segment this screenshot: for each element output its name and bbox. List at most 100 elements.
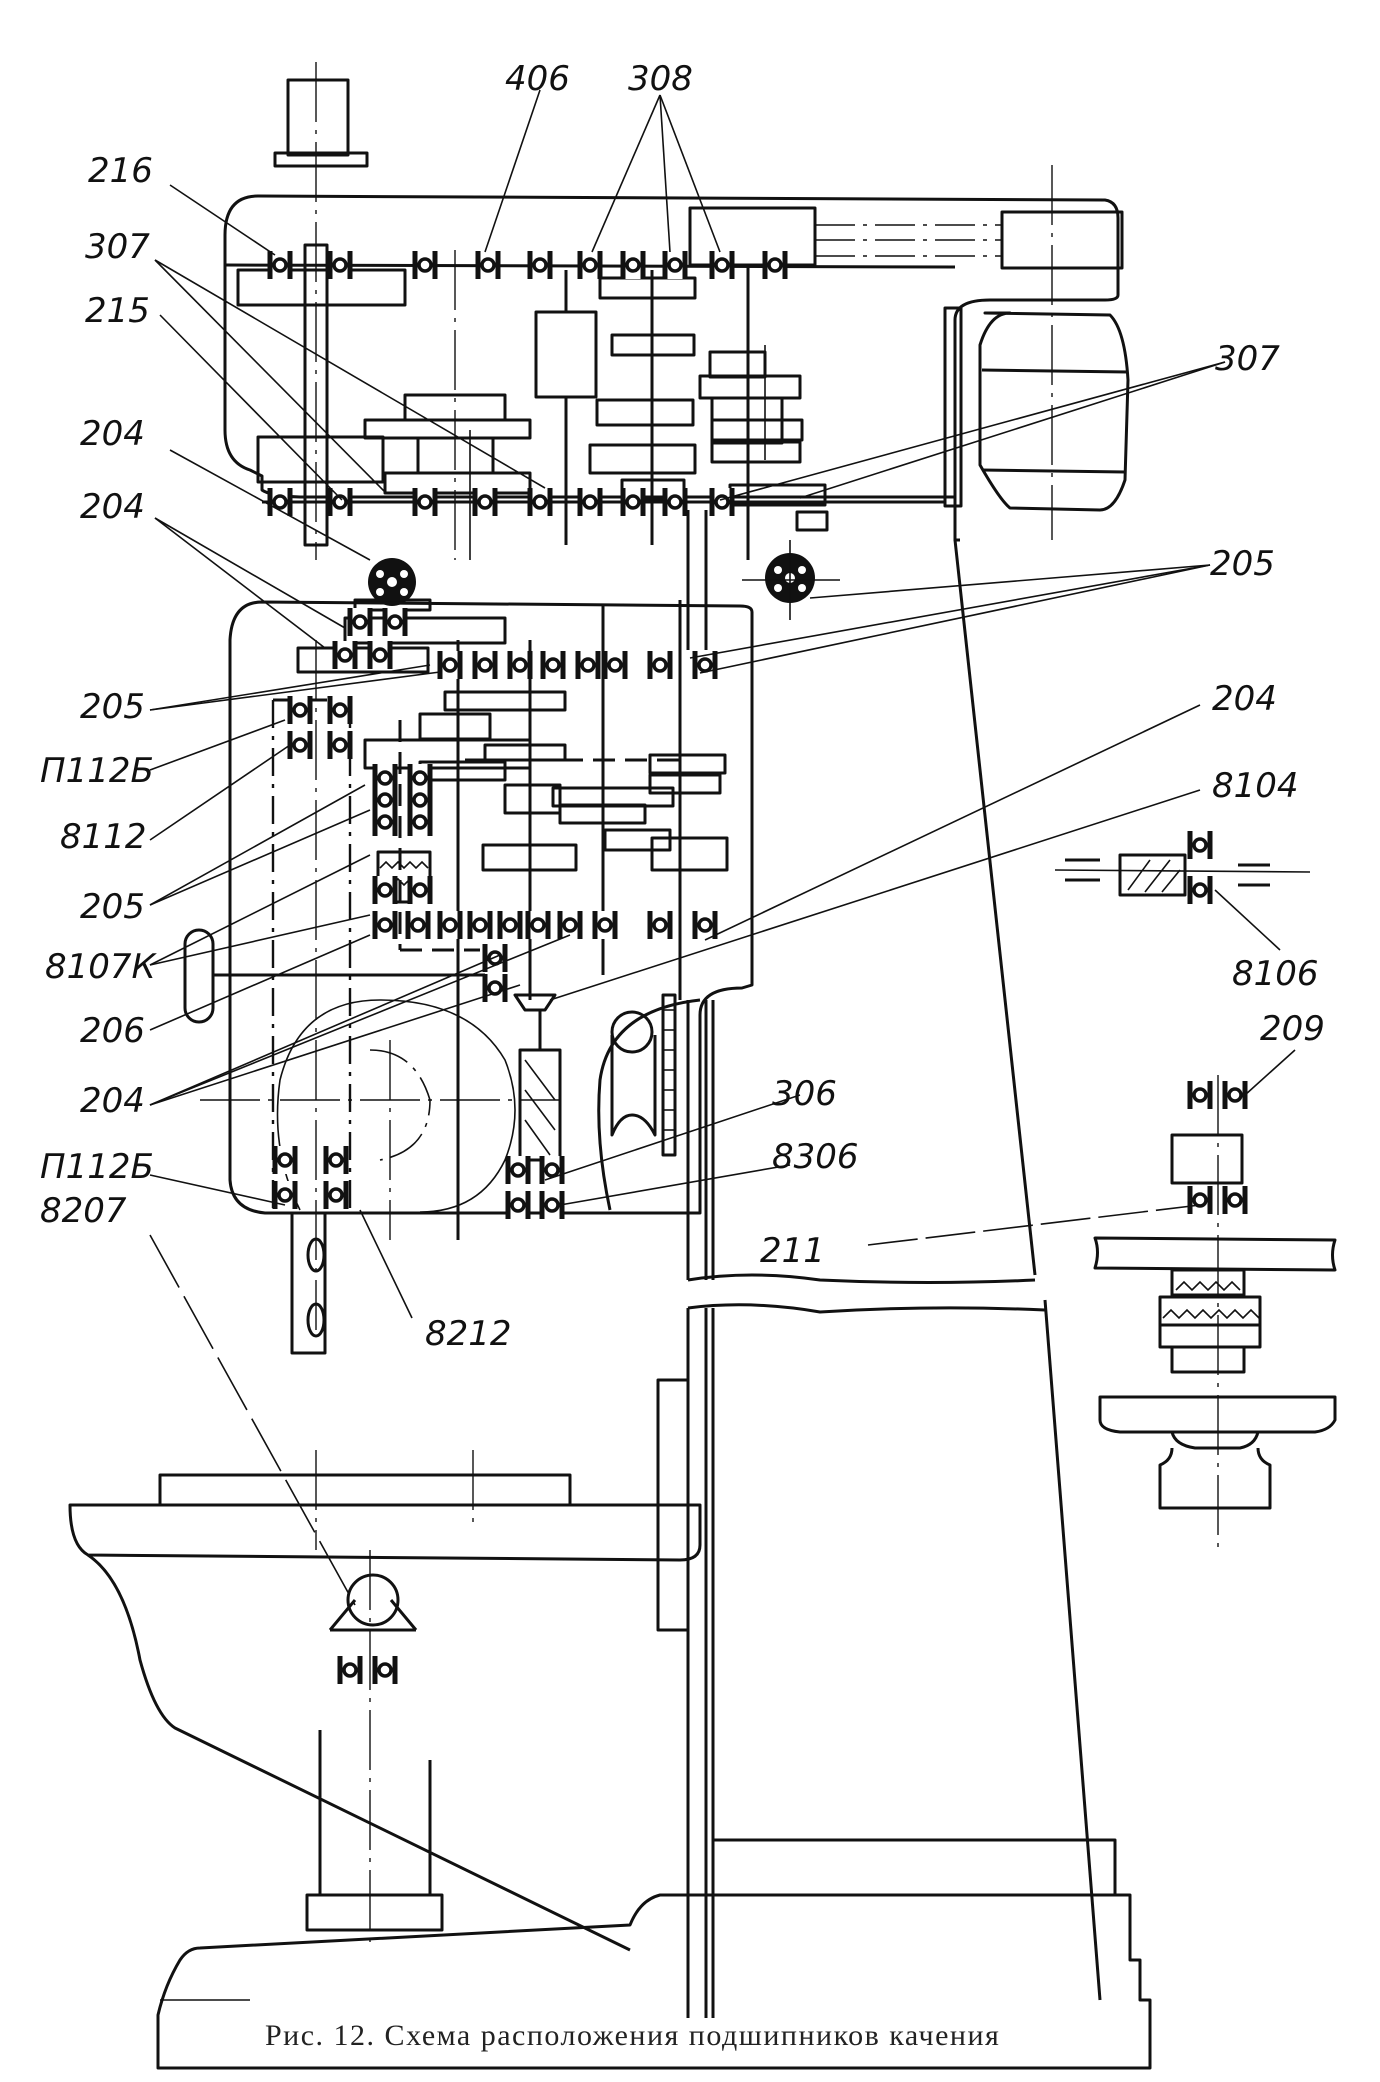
bearing-icon xyxy=(437,651,463,679)
bearing-icon xyxy=(467,911,493,939)
bearing-icon xyxy=(620,251,646,279)
label-204-right: 204 xyxy=(1212,679,1277,719)
bearing-icon xyxy=(577,251,603,279)
label-8104: 8104 xyxy=(1212,766,1299,806)
bearing-icon xyxy=(412,251,438,279)
bearing-icon xyxy=(525,911,551,939)
label-307-left: 307 xyxy=(85,227,150,267)
label-307-right: 307 xyxy=(1215,339,1280,379)
bearing-icon xyxy=(527,488,553,516)
label-206: 206 xyxy=(80,1011,145,1051)
bearing-icon xyxy=(412,488,438,516)
callout-labels: 406 308 216 307 215 204 204 307 205 205 … xyxy=(40,59,1325,1354)
label-205-right: 205 xyxy=(1210,544,1275,584)
bearing-icon xyxy=(1187,1186,1213,1214)
bearing-icon xyxy=(327,251,353,279)
bearing-icon xyxy=(709,251,735,279)
bearing-icon xyxy=(327,731,353,759)
label-8107k: 8107К xyxy=(45,947,158,987)
label-8212: 8212 xyxy=(425,1314,512,1354)
bearing-icon xyxy=(1187,831,1213,859)
bearing-icon xyxy=(407,808,433,836)
bearing-icon xyxy=(407,876,433,904)
bearing-icon xyxy=(497,911,523,939)
bearing-icon xyxy=(367,641,393,669)
bearing-icon xyxy=(382,608,408,636)
label-211: 211 xyxy=(760,1231,825,1271)
bearing-icon xyxy=(620,488,646,516)
bearing-icon xyxy=(347,608,373,636)
bearing-icon xyxy=(372,1656,398,1684)
bearing-icon xyxy=(482,944,508,972)
bearing-icon xyxy=(472,488,498,516)
bearing-icon xyxy=(507,651,533,679)
bearing-icon xyxy=(575,651,601,679)
label-8306: 8306 xyxy=(772,1137,859,1177)
bearing-icon xyxy=(505,1191,531,1219)
bearing-icon xyxy=(1222,1186,1248,1214)
label-216: 216 xyxy=(88,151,153,191)
bearing-icon xyxy=(505,1156,531,1184)
label-205-a: 205 xyxy=(80,687,145,727)
bearing-icon xyxy=(323,1146,349,1174)
bearing-symbols xyxy=(267,251,1248,1684)
bearing-icon xyxy=(327,696,353,724)
bearing-icon xyxy=(372,876,398,904)
detail-views xyxy=(1054,853,1337,1550)
label-8112: 8112 xyxy=(60,817,147,857)
bearing-icon xyxy=(762,251,788,279)
column-and-base xyxy=(68,539,1152,2070)
bearing-icon xyxy=(647,911,673,939)
label-204-c: 204 xyxy=(80,1081,145,1121)
label-204-a: 204 xyxy=(80,414,145,454)
bearing-icon xyxy=(475,251,501,279)
bearing-icon xyxy=(539,1191,565,1219)
label-205-b: 205 xyxy=(80,887,145,927)
label-406: 406 xyxy=(505,59,570,99)
bearing-icon xyxy=(332,641,358,669)
bearing-icon xyxy=(1222,1081,1248,1109)
bearing-icon xyxy=(287,731,313,759)
bearing-icon xyxy=(437,911,463,939)
bearing-icon xyxy=(662,251,688,279)
bearing-icon xyxy=(1187,1081,1213,1109)
label-8207: 8207 xyxy=(40,1191,127,1231)
bearing-icon xyxy=(709,488,735,516)
bearing-icon xyxy=(577,488,603,516)
bearing-icon xyxy=(692,911,718,939)
feed-gearbox xyxy=(183,600,754,1355)
bearing-icon xyxy=(557,911,583,939)
label-306: 306 xyxy=(772,1074,837,1114)
label-215: 215 xyxy=(85,291,150,331)
bearing-icon xyxy=(1187,876,1213,904)
label-p112b-b: П112Б xyxy=(40,1147,154,1187)
bearing-icon xyxy=(482,974,508,1002)
bearing-icon xyxy=(472,651,498,679)
bearing-icon xyxy=(539,1156,565,1184)
bearing-icon xyxy=(372,911,398,939)
leader-lines xyxy=(149,89,1296,1606)
bearing-icon xyxy=(267,488,293,516)
bearing-icon xyxy=(272,1146,298,1174)
label-p112b-a: П112Б xyxy=(40,751,154,791)
bearing-icon xyxy=(372,808,398,836)
bearing-icon xyxy=(327,488,353,516)
label-204-b: 204 xyxy=(80,487,145,527)
bearing-icon xyxy=(602,651,628,679)
figure-caption: Рис. 12. Схема расположения подшипников … xyxy=(265,2019,1000,2052)
top-gearbox xyxy=(223,62,1130,650)
bearing-icon xyxy=(405,911,431,939)
bearing-icon xyxy=(323,1181,349,1209)
bearing-icon xyxy=(592,911,618,939)
bearing-icon xyxy=(662,488,688,516)
bearing-icon xyxy=(267,251,293,279)
label-8106: 8106 xyxy=(1232,954,1319,994)
label-308: 308 xyxy=(628,59,693,99)
label-209: 209 xyxy=(1260,1009,1325,1049)
bearing-icon xyxy=(337,1656,363,1684)
bearing-icon xyxy=(287,696,313,724)
bearing-icon xyxy=(527,251,553,279)
bearing-icon xyxy=(647,651,673,679)
bearing-icon xyxy=(540,651,566,679)
